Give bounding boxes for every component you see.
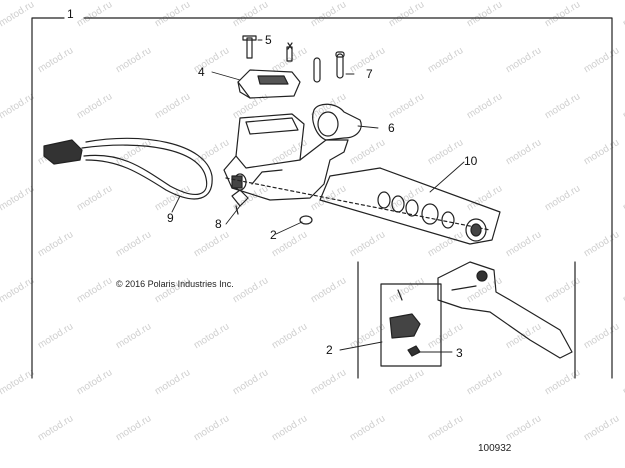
master-cylinder-body	[223, 113, 349, 201]
callout-2-top: 2	[270, 228, 277, 242]
callout-4: 4	[198, 65, 205, 79]
pin-pair	[313, 51, 345, 83]
bleed-screw	[231, 189, 249, 215]
callout-3: 3	[456, 346, 463, 360]
copyright-notice: © 2016 Polaris Industries Inc.	[116, 279, 234, 289]
callout-8: 8	[215, 217, 222, 231]
callout-2-inset: 2	[326, 343, 333, 357]
assembly-frame	[31, 17, 613, 379]
lever-switch	[389, 289, 421, 357]
brake-switch-cable	[43, 137, 213, 200]
piston-kit	[319, 167, 501, 245]
reservoir-cover	[237, 69, 301, 99]
figure-number: 100932	[478, 443, 512, 454]
callout-6: 6	[388, 121, 395, 135]
assembly-axis	[225, 177, 491, 231]
callout-7: 7	[366, 67, 373, 81]
callout-9: 9	[167, 211, 174, 225]
brake-lever	[437, 261, 573, 359]
callout-5: 5	[265, 33, 272, 47]
handlebar-clamp	[312, 103, 362, 141]
callout-10: 10	[464, 154, 478, 168]
o-ring	[299, 215, 313, 225]
inset-frame	[357, 261, 576, 379]
screw-pair	[242, 35, 293, 62]
callout-1: 1	[67, 7, 74, 21]
leader-lines	[171, 39, 465, 353]
